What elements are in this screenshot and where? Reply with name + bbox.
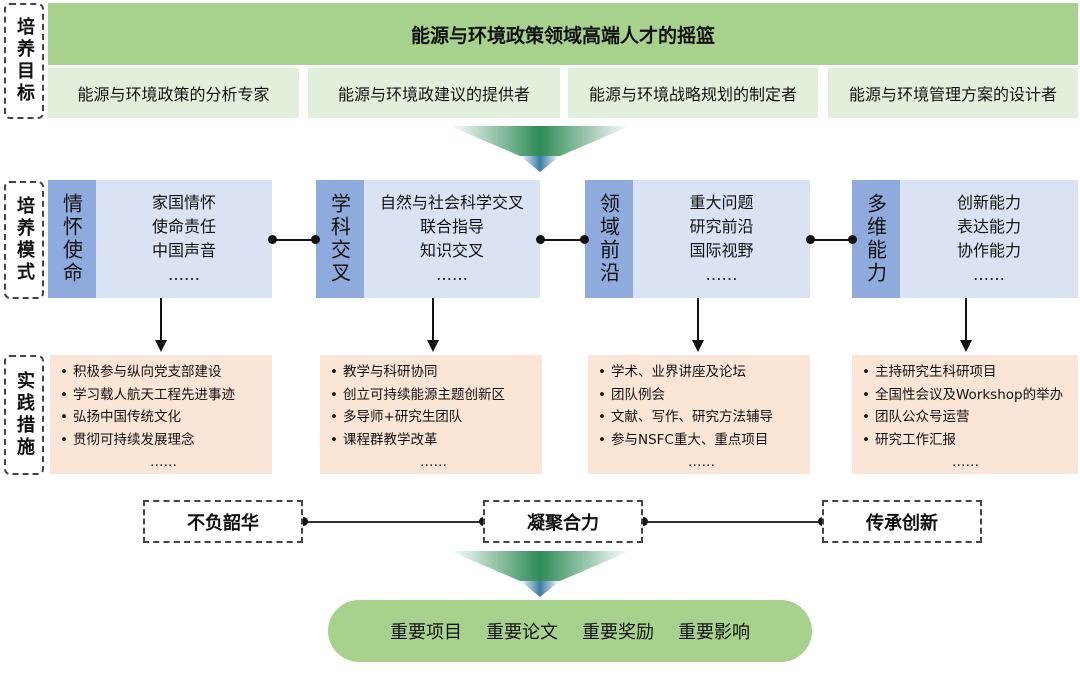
connector-dot	[311, 235, 320, 244]
practice-item: 多导师+研究生团队	[330, 406, 542, 429]
arrow-line	[697, 298, 699, 342]
connector	[540, 239, 585, 241]
practice-item: 积极参与纵向党支部建设	[60, 361, 272, 384]
arrow-down-icon	[155, 340, 167, 352]
connector-dot	[536, 235, 545, 244]
side-label-goal: 培养目标	[4, 3, 44, 119]
goal-item: 能源与环境政建议的提供者	[308, 68, 560, 118]
practice-item: 学习载人航天工程先进事迹	[60, 384, 272, 407]
mode-item: 自然与社会科学交叉	[379, 193, 524, 212]
practice-more: ……	[150, 454, 177, 470]
goal-item: 能源与环境管理方案的设计者	[828, 68, 1078, 118]
mode-item: 创新能力	[956, 193, 1021, 212]
arrow-line	[160, 298, 162, 342]
mode-label: 情怀使命	[48, 180, 96, 298]
mode-item: 中国声音	[151, 241, 216, 260]
practice-item: 贯彻可持续发展理念	[60, 429, 272, 452]
mode-item: 联合指导	[419, 217, 484, 236]
mode-item: 表达能力	[956, 217, 1021, 236]
practice-item: 团队公众号运营	[862, 406, 1078, 429]
practice-item: 文献、写作、研究方法辅导	[598, 406, 810, 429]
practice-more: ……	[688, 454, 715, 470]
connector-dot	[848, 235, 857, 244]
connector	[810, 239, 852, 241]
side-label-practice: 实践措施	[4, 355, 44, 475]
mode-label: 多维能力	[852, 180, 900, 298]
mode-item: 协作能力	[956, 241, 1021, 260]
value-box: 凝聚合力	[483, 500, 643, 543]
goal-item: 能源与环境政策的分析专家	[48, 68, 299, 118]
practice-more: ……	[420, 454, 447, 470]
goal-banner: 能源与环境政策领域高端人才的摇篮	[48, 3, 1078, 65]
mode-item: ……	[436, 265, 468, 284]
connector-dot	[268, 235, 277, 244]
practice-box: 主持研究生科研项目全国性会议及Workshop的举办团队公众号运营研究工作汇报 ……	[852, 355, 1078, 474]
practice-item: 课程群教学改革	[330, 429, 542, 452]
outcome-item: 重要奖励	[582, 622, 654, 643]
outcome-item: 重要影响	[678, 622, 750, 643]
outcomes-pill: 重要项目 重要论文 重要奖励 重要影响	[328, 600, 812, 662]
mode-item: 国际视野	[689, 241, 754, 260]
practice-more: ……	[952, 454, 979, 470]
arrow-line	[965, 298, 967, 342]
connector-dot	[806, 235, 815, 244]
practice-item: 弘扬中国传统文化	[60, 406, 272, 429]
outcome-item: 重要论文	[486, 622, 558, 643]
goal-item: 能源与环境战略规划的制定者	[568, 68, 818, 118]
mode-item: 知识交叉	[419, 241, 484, 260]
practice-box: 教学与科研协同创立可持续能源主题创新区多导师+研究生团队课程群教学改革 ……	[320, 355, 542, 474]
arrow-line	[432, 298, 434, 342]
side-label-mode: 培养模式	[4, 181, 44, 299]
mode-item: 研究前沿	[689, 217, 754, 236]
mode-item: 家国情怀	[151, 193, 216, 212]
funnel-arrow-bottom	[450, 551, 630, 597]
practice-box: 学术、业界讲座及论坛团队例会文献、写作、研究方法辅导参与NSFC重大、重点项目 ……	[588, 355, 810, 474]
practice-item: 团队例会	[598, 384, 810, 407]
mode-item: ……	[168, 265, 200, 284]
value-box: 不负韶华	[143, 500, 303, 543]
connector-dot	[580, 235, 589, 244]
practice-item: 教学与科研协同	[330, 361, 542, 384]
practice-item: 创立可持续能源主题创新区	[330, 384, 542, 407]
connector-dot	[639, 517, 648, 526]
practice-item: 主持研究生科研项目	[862, 361, 1078, 384]
practice-item: 研究工作汇报	[862, 429, 1078, 452]
practice-item: 学术、业界讲座及论坛	[598, 361, 810, 384]
mode-item: ……	[705, 265, 738, 284]
mode-box-frontier: 领域前沿 重大问题研究前沿国际视野 ……	[585, 180, 810, 298]
mode-box-abilities: 多维能力 创新能力表达能力协作能力 ……	[852, 180, 1078, 298]
value-box: 传承创新	[822, 500, 982, 543]
mode-label: 学科交叉	[316, 180, 364, 298]
arrow-down-icon	[692, 340, 704, 352]
mode-item: ……	[973, 265, 1005, 284]
mode-box-mission: 情怀使命 家国情怀使命责任中国声音 ……	[48, 180, 272, 298]
mode-item: 重大问题	[689, 193, 754, 212]
mode-box-interdisciplinary: 学科交叉 自然与社会科学交叉联合指导知识交叉 ……	[316, 180, 540, 298]
arrow-down-icon	[960, 340, 972, 352]
practice-item: 参与NSFC重大、重点项目	[598, 429, 810, 452]
practice-box: 积极参与纵向党支部建设学习载人航天工程先进事迹弘扬中国传统文化贯彻可持续发展理念…	[50, 355, 272, 474]
practice-item: 全国性会议及Workshop的举办	[862, 384, 1078, 407]
arrow-down-icon	[427, 340, 439, 352]
connector-dot	[299, 517, 308, 526]
connector	[272, 239, 316, 241]
mode-item: 使命责任	[151, 217, 216, 236]
mode-label: 领域前沿	[585, 180, 633, 298]
funnel-arrow-top	[450, 126, 630, 172]
outcome-item: 重要项目	[390, 622, 462, 643]
